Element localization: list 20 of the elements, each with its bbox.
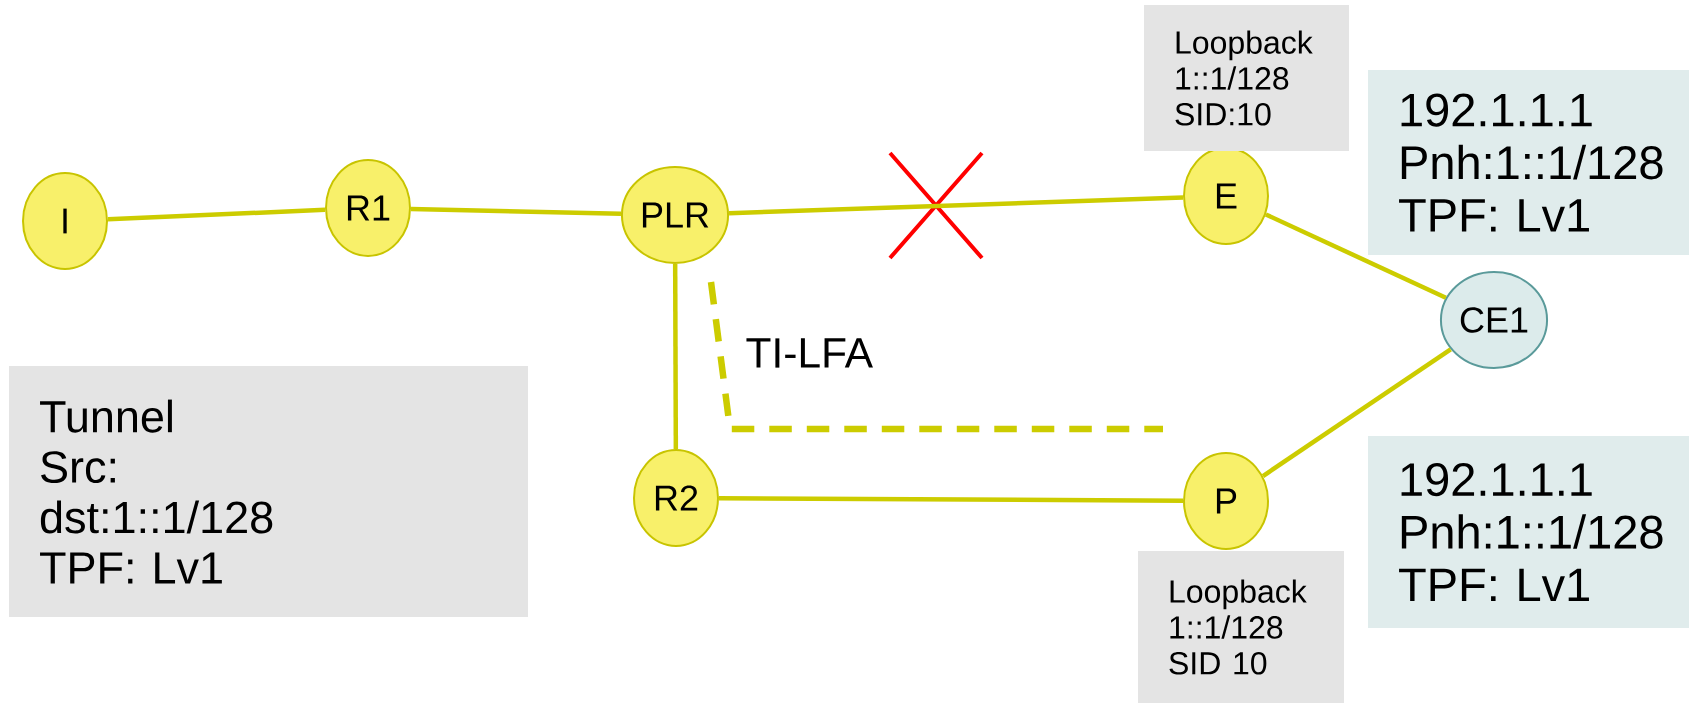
- info-box: Tunnel Src: dst:1::1/128 TPF: Lv1: [9, 366, 528, 617]
- link-line: [719, 496, 1183, 503]
- router-node: R1: [325, 159, 411, 257]
- link-line: [410, 206, 622, 216]
- router-node: R2: [633, 449, 719, 547]
- router-node: P: [1183, 452, 1269, 550]
- info-box: Loopback 1::1/128 SID 10: [1138, 551, 1344, 703]
- info-box: 192.1.1.1 Pnh:1::1/128 TPF: Lv1: [1368, 436, 1689, 628]
- router-node: CE1: [1439, 271, 1549, 369]
- router-node: I: [22, 172, 108, 270]
- link-line: [728, 195, 1184, 216]
- router-node: E: [1183, 147, 1269, 245]
- link-line: [1261, 347, 1452, 478]
- path-label: TI-LFA: [746, 338, 873, 368]
- router-node: PLR: [620, 166, 730, 264]
- link-line: [1264, 212, 1447, 300]
- link-line: [107, 207, 326, 222]
- info-box: 192.1.1.1 Pnh:1::1/128 TPF: Lv1: [1368, 70, 1689, 255]
- info-box: Loopback 1::1/128 SID:10: [1144, 5, 1349, 151]
- link-line: [672, 264, 679, 449]
